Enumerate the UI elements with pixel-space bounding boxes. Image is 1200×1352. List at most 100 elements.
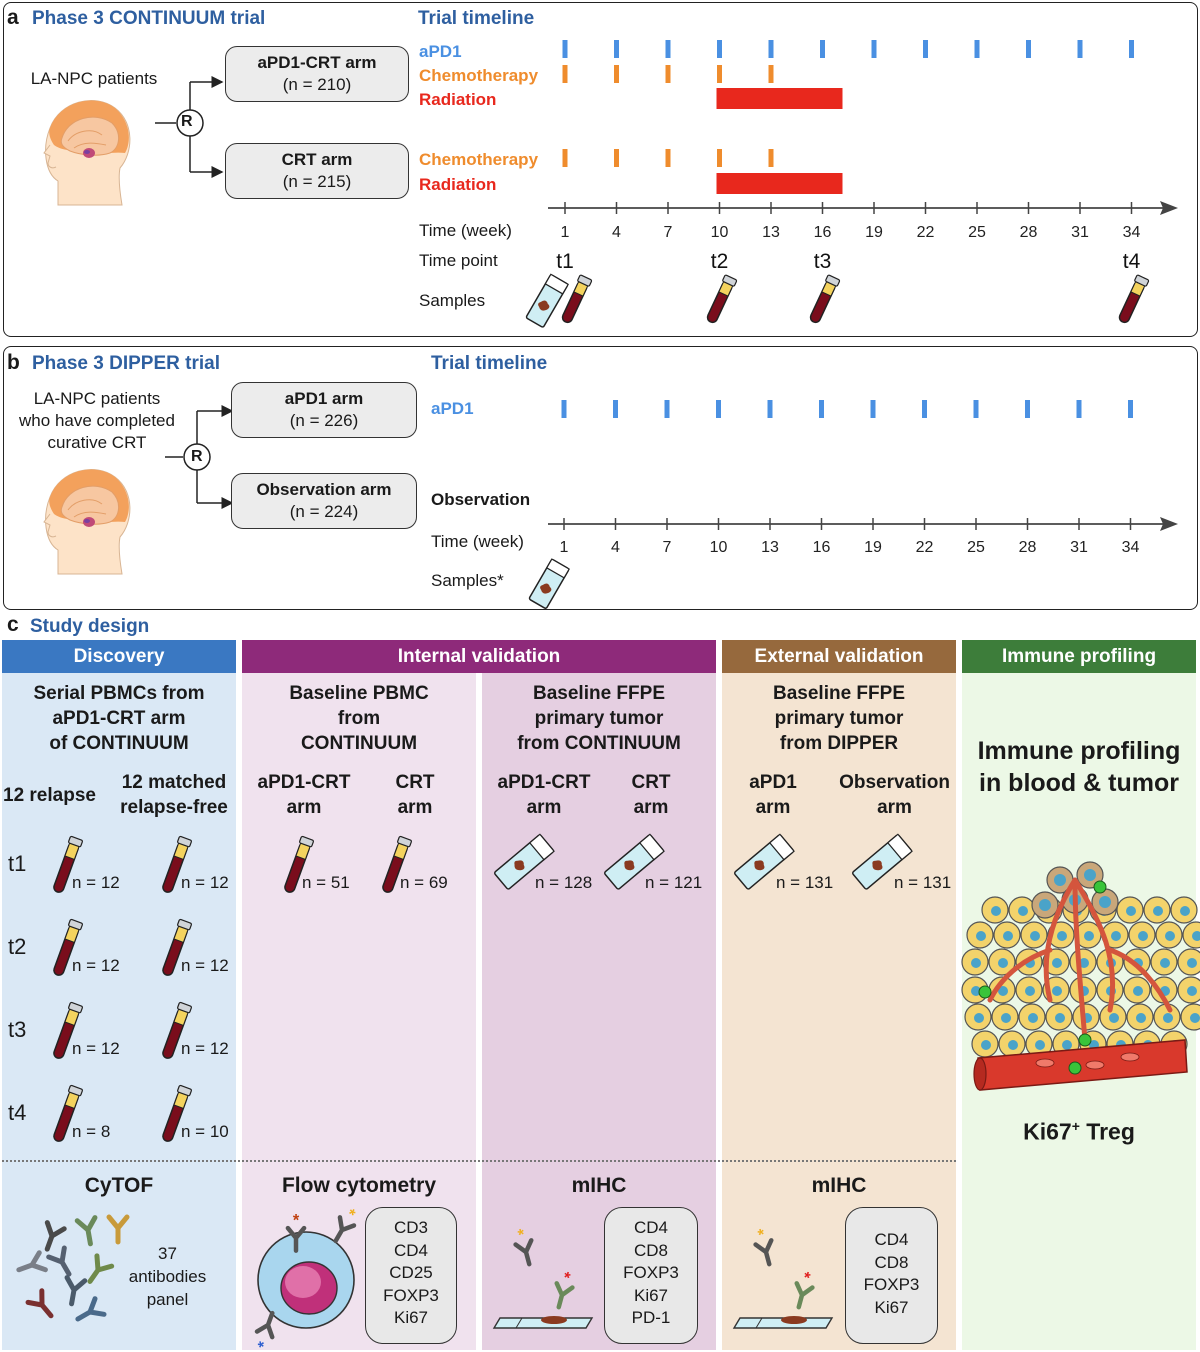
immune-title: Immune profiling in blood & tumor: [962, 735, 1196, 799]
cell-nucleus: [1187, 986, 1197, 996]
chemotherapy-dose-mark: [768, 65, 774, 83]
antibody-icon: [25, 1288, 54, 1319]
sample-count: n = 131: [776, 873, 834, 892]
week-tick-label: 4: [612, 224, 621, 241]
antibody-icon: [106, 1214, 130, 1245]
cell-nucleus: [1055, 1013, 1065, 1023]
arm-n: (n = 210): [282, 75, 352, 94]
cell-nucleus: [1126, 906, 1136, 916]
marker-label: Ki67: [393, 1308, 429, 1327]
ki67-treg-cell: [1068, 1061, 1082, 1075]
cell-nucleus: [1138, 931, 1148, 941]
antibody-icon: [44, 1220, 67, 1252]
apd1-dose-mark: [819, 400, 824, 418]
svg-text:*: *: [293, 1211, 300, 1229]
tumor-microenvironment-illustration: [961, 861, 1200, 1091]
blood-tube-icon: [162, 1084, 192, 1142]
title-line: CRT: [395, 772, 435, 793]
timepoint-label: t2: [8, 934, 27, 959]
row-label-chemotherapy: Chemotherapy: [419, 66, 539, 85]
head-icon: [43, 469, 131, 575]
antibody-icon: *: [513, 1225, 534, 1267]
arm-box-crt: CRT arm (n = 215): [225, 143, 409, 199]
caption-main: Ki67: [1023, 1118, 1072, 1145]
sample-count: n = 51: [302, 873, 350, 892]
tissue-slide-icon: [494, 833, 555, 890]
cell-nucleus: [998, 958, 1008, 968]
ki67-treg-cell: [1078, 1033, 1092, 1047]
sample-count: n = 12: [181, 1039, 229, 1058]
arm-title: CRT arm: [281, 150, 353, 169]
apd1-dose-mark: [717, 40, 722, 58]
svg-text:*: *: [756, 1225, 767, 1244]
title-line: CONTINUUM: [300, 733, 418, 754]
sample-count: n = 12: [181, 873, 229, 892]
radiation-bar: [716, 88, 843, 109]
timepoint-label: t4: [8, 1100, 27, 1125]
red-blood-cell: [1035, 1058, 1055, 1068]
time-point-label: Time point: [419, 251, 498, 270]
arm-title: aPD1 arm: [284, 389, 364, 408]
patients-line: LA-NPC patients: [33, 389, 161, 408]
apd1-dose-mark: [1025, 400, 1030, 418]
cell-nucleus: [971, 986, 981, 996]
timepoint-label: t3: [8, 1017, 27, 1042]
week-tick-label: 19: [865, 224, 883, 241]
tissue-slide-icon: [525, 273, 569, 328]
vessel-opening: [973, 1057, 987, 1091]
text-line: panel: [146, 1290, 189, 1309]
cell-nucleus: [1062, 1040, 1072, 1050]
discovery-title: Serial PBMCs from aPD1-CRT arm of CONTIN…: [2, 681, 236, 756]
cell-nucleus: [1079, 958, 1089, 968]
discovery-header: Discovery: [2, 640, 236, 673]
blood-tube-icon: [284, 835, 314, 893]
sample-count: n = 12: [181, 956, 229, 975]
antibody-icon: *: [794, 1268, 815, 1310]
timepoint-label: t1: [556, 250, 574, 273]
chemotherapy-dose-mark: [665, 149, 671, 167]
radiation-bar: [716, 173, 843, 194]
patients-line: curative CRT: [47, 433, 147, 452]
patients-label-b: LA-NPC patients who have completed curat…: [6, 388, 188, 454]
apd1-dose-mark: [871, 40, 877, 58]
apd1-dose-mark: [922, 400, 927, 418]
chemotherapy-dose-mark: [717, 65, 722, 83]
cell-nucleus: [1001, 1013, 1011, 1023]
cell-nucleus: [971, 958, 981, 968]
cell-nucleus: [1052, 958, 1062, 968]
row-label-radiation: Radiation: [419, 90, 497, 109]
tissue-slide-icon: [604, 833, 665, 890]
arm-box-observation: Observation arm (n = 224): [231, 473, 417, 529]
head-icon: [43, 100, 131, 206]
internal-pbmc-title: Baseline PBMC from CONTINUUM: [242, 681, 476, 756]
arm-label: aPD1-CRT arm: [248, 770, 360, 820]
row-label-observation: Observation: [431, 490, 531, 509]
sample-count: n = 8: [72, 1122, 111, 1141]
svg-text:*: *: [801, 1268, 812, 1287]
apd1-dose-mark: [768, 40, 774, 58]
time-week-label-a: Time (week): [419, 221, 512, 240]
method-cytof: CyTOF: [84, 1174, 154, 1197]
svg-text:*: *: [344, 1205, 359, 1224]
cell-nucleus: [1109, 1013, 1119, 1023]
dashed-separator: [2, 1160, 956, 1162]
internal-ffpe-title: Baseline FFPE primary tumor from CONTINU…: [482, 681, 716, 756]
axis-arrowhead: [1160, 517, 1178, 531]
antibody-icon: *: [285, 1211, 307, 1253]
week-tick-label: 1: [560, 539, 569, 556]
samples-label-a: Samples: [419, 291, 486, 310]
cell-nucleus: [1039, 899, 1051, 911]
apd1-dose-mark: [614, 40, 619, 58]
apd1-dose-mark: [664, 400, 670, 418]
title-line: primary tumor: [534, 708, 664, 729]
apd1-dose-mark: [1128, 400, 1133, 418]
tissue-slide-icon: [528, 558, 570, 609]
week-tick-label: 16: [814, 224, 832, 241]
arm-box-apd1-crt: aPD1-CRT arm (n = 210): [225, 46, 409, 102]
randomize-label-a: R: [181, 113, 193, 130]
antibody-icon: [46, 1245, 72, 1277]
cell-nucleus: [991, 906, 1001, 916]
apd1-dose-mark: [1077, 40, 1083, 58]
week-tick-label: 10: [710, 539, 728, 556]
